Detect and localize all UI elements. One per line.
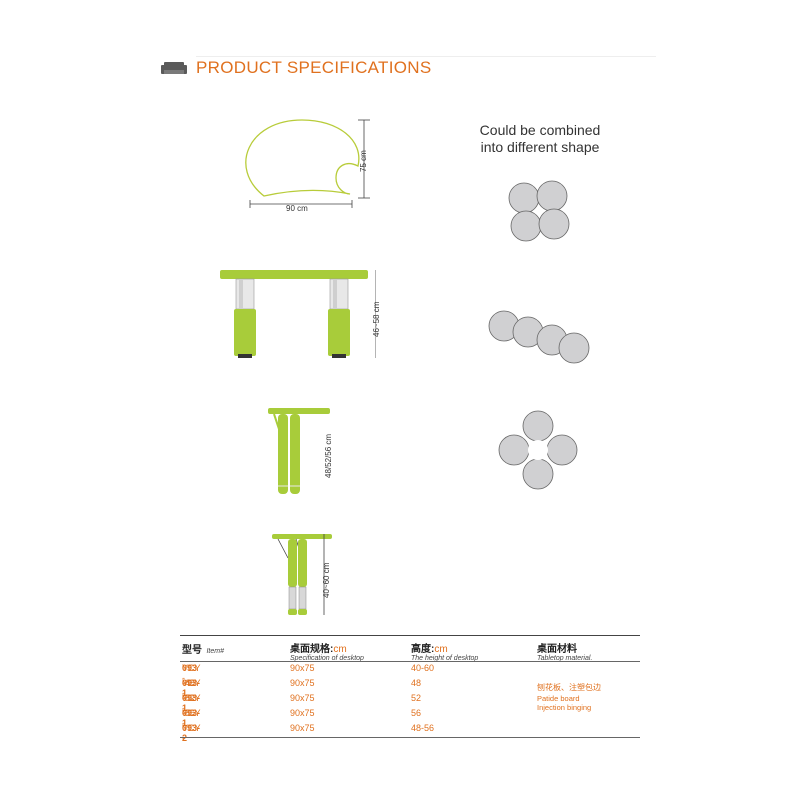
height-value: 48-56	[411, 723, 435, 733]
height-range-label-1: 46~58 cm	[372, 301, 381, 337]
item-code: 093-1	[182, 708, 201, 728]
spec-value: 90x75	[290, 723, 315, 733]
top-rule	[196, 56, 656, 57]
combination-cluster	[504, 178, 574, 248]
item-prefix: YCY -	[182, 678, 201, 698]
height-range-label-3: 40~60 cm	[322, 562, 331, 598]
item-suffix: -56	[182, 708, 196, 718]
spec-value: 90x75	[290, 693, 315, 703]
table-row: YCY - 093-1-56 90x75 56	[180, 708, 640, 728]
item-prefix: YCY -	[182, 708, 201, 728]
header-spec-cn: 桌面规格:	[290, 644, 334, 655]
header-item-cn: 型号	[182, 645, 202, 656]
height-dimension-label: 75 cm	[359, 150, 368, 172]
table-bottom-rule	[180, 737, 640, 738]
table-top-view	[240, 118, 380, 218]
header-spec-unit: cm	[333, 644, 347, 655]
item-suffix: -48	[182, 678, 196, 688]
header-material-en: Tabletop material.	[537, 655, 593, 662]
height-value: 40-60	[411, 663, 435, 673]
height-value: 48	[411, 678, 422, 688]
item-prefix: YCY -	[182, 663, 201, 683]
height-value: 56	[411, 708, 422, 718]
side-view-side	[266, 404, 336, 500]
table-row: YCY - 093-2 90x75 48-56	[180, 723, 640, 743]
header-height-unit: cm	[434, 644, 448, 655]
item-code: 093	[182, 663, 198, 673]
table-row: YCY - 093-1-48 90x75 48	[180, 678, 640, 698]
material-cn: 刨花板、注塑包边	[537, 683, 601, 692]
width-dimension-label: 90 cm	[286, 204, 308, 213]
combination-line-2: into different shape	[480, 139, 600, 155]
table-header: 型号 Item# 桌面规格:cm Specification of deskto…	[180, 640, 640, 662]
table-row: YCY - 093-1-52 90x75 52	[180, 693, 640, 713]
item-code: 093-1	[182, 678, 201, 698]
material-en-1: Patide board	[537, 694, 580, 703]
header-spec-en: Specification of desktop	[290, 655, 364, 662]
table-top-rule	[180, 635, 640, 636]
height-range-label-2: 48/52/56 cm	[324, 433, 333, 478]
spec-value: 90x75	[290, 708, 315, 718]
material-en-2: Injection binging	[537, 703, 592, 712]
combination-line-1: Could be combined	[479, 122, 601, 138]
combination-chain	[486, 306, 594, 368]
side-view-adjustable	[266, 530, 336, 622]
table-row: YCY - 093 90x75 40-60	[180, 663, 640, 683]
header-material-cn: 桌面材料	[537, 644, 577, 655]
header-height-cn: 高度:	[411, 644, 435, 655]
item-prefix: YCY -	[182, 693, 201, 713]
combination-ring	[498, 410, 578, 490]
page-title: PRODUCT SPECIFICATIONS	[196, 58, 432, 77]
item-code: 093-2	[182, 723, 201, 743]
combination-caption: Could be combined into different shape	[440, 122, 640, 156]
item-suffix: -52	[182, 693, 196, 703]
item-prefix: YCY -	[182, 723, 201, 743]
spec-value: 90x75	[290, 678, 315, 688]
spec-value: 90x75	[290, 663, 315, 673]
header-item-en: Item#	[206, 648, 224, 655]
side-view-front	[216, 266, 377, 366]
table-header-rule	[180, 661, 640, 662]
item-code: 093-1	[182, 693, 201, 713]
header-height-en: The height of desktop	[411, 655, 479, 662]
sofa-icon	[161, 62, 187, 76]
height-value: 52	[411, 693, 422, 703]
